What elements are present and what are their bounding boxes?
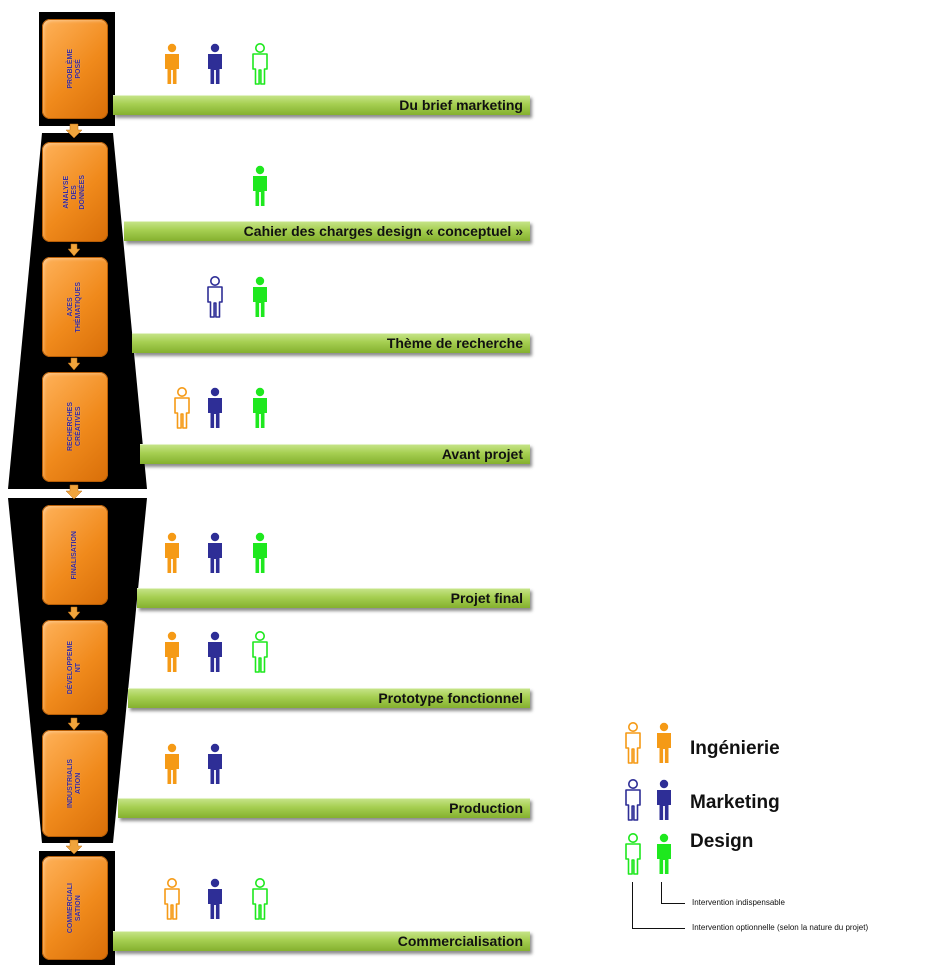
deliverable-label: Production	[449, 800, 523, 816]
stage-box-developpement: DÉVELOPPEME NT	[42, 620, 108, 715]
marketing-required-person-icon	[205, 387, 225, 434]
deliverable-bar: Production	[118, 798, 530, 818]
stage-box-axes: AXES THÉMATIQUES	[42, 257, 108, 357]
legend-label-design: Design	[690, 831, 754, 852]
deliverable-label: Projet final	[450, 590, 523, 606]
deliverable-label: Commercialisation	[397, 933, 523, 949]
stage-box-analyse: ANALYSE DES DONNÉES	[42, 142, 108, 242]
stage-box-commercialisation: COMMERCIALI SATION	[42, 856, 108, 960]
ingenierie-required-person-icon	[162, 532, 182, 579]
arrow-2	[67, 243, 81, 257]
stage-label: PROBLÈME POSÉ	[67, 49, 82, 89]
deliverable-label: Du brief marketing	[399, 97, 523, 113]
design-required-person-icon	[250, 165, 270, 212]
arrow-4	[65, 484, 83, 500]
marketing-required-person-icon	[205, 631, 225, 678]
legend-note-optional: Intervention optionnelle (selon la natur…	[692, 923, 869, 932]
stage-label: RECHERCHES CRÉATIVES	[67, 402, 82, 452]
design-optional-person-icon	[250, 43, 270, 90]
arrow-5	[67, 606, 81, 620]
deliverable-bar: Thème de recherche	[132, 333, 530, 353]
stage-box-finalisation: FINALISATION	[42, 505, 108, 605]
deliverable-label: Cahier des charges design « conceptuel »	[243, 223, 523, 239]
marketing-required-person-icon	[205, 878, 225, 925]
arrow-3	[67, 357, 81, 371]
leader-line-required-h	[661, 903, 685, 904]
deliverable-label: Thème de recherche	[386, 335, 523, 351]
stage-label: DÉVELOPPEME NT	[67, 640, 82, 695]
stage-box-probleme: PROBLÈME POSÉ	[42, 19, 108, 119]
legend-design-optional-person-icon	[623, 833, 643, 880]
ingenierie-required-person-icon	[162, 631, 182, 678]
marketing-required-person-icon	[205, 532, 225, 579]
design-optional-person-icon	[250, 878, 270, 925]
design-required-person-icon	[250, 276, 270, 323]
ingenierie-required-person-icon	[162, 743, 182, 790]
marketing-optional-person-icon	[205, 276, 225, 323]
deliverable-bar: Cahier des charges design « conceptuel »	[124, 221, 530, 241]
deliverable-label: Prototype fonctionnel	[378, 690, 523, 706]
legend-design-required-person-icon	[654, 833, 674, 880]
arrow-6	[67, 717, 81, 731]
legend-marketing-required-person-icon	[654, 779, 674, 826]
stage-label: AXES THÉMATIQUES	[67, 281, 82, 333]
leader-line-optional-v	[632, 882, 633, 929]
legend-marketing-optional-person-icon	[623, 779, 643, 826]
design-required-person-icon	[250, 532, 270, 579]
deliverable-bar: Commercialisation	[113, 931, 530, 951]
stage-label: INDUSTRIALIS ATION	[67, 759, 82, 808]
ingenierie-optional-person-icon	[162, 878, 182, 925]
ingenierie-optional-person-icon	[172, 387, 192, 434]
arrow-1	[65, 123, 83, 139]
legend-label-ingenierie: Ingénierie	[690, 738, 780, 759]
arrow-7	[65, 839, 83, 855]
legend-ingenierie-required-person-icon	[654, 722, 674, 769]
deliverable-bar: Du brief marketing	[113, 95, 530, 115]
ingenierie-required-person-icon	[162, 43, 182, 90]
deliverable-label: Avant projet	[441, 446, 523, 462]
deliverable-bar: Prototype fonctionnel	[128, 688, 530, 708]
marketing-required-person-icon	[205, 43, 225, 90]
design-optional-person-icon	[250, 631, 270, 678]
leader-line-required-v	[661, 882, 662, 904]
leader-line-optional-h	[632, 928, 685, 929]
stage-label: COMMERCIALI SATION	[67, 882, 82, 934]
deliverable-bar: Projet final	[137, 588, 530, 608]
stage-box-recherches: RECHERCHES CRÉATIVES	[42, 372, 108, 482]
legend-ingenierie-optional-person-icon	[623, 722, 643, 769]
deliverable-bar: Avant projet	[140, 444, 530, 464]
legend-label-marketing: Marketing	[690, 792, 780, 813]
stage-box-industrialisation: INDUSTRIALIS ATION	[42, 730, 108, 837]
legend-note-required: Intervention indispensable	[692, 898, 785, 907]
marketing-required-person-icon	[205, 743, 225, 790]
stage-label: FINALISATION	[71, 530, 78, 580]
design-required-person-icon	[250, 387, 270, 434]
stage-label: ANALYSE DES DONNÉES	[63, 174, 86, 210]
